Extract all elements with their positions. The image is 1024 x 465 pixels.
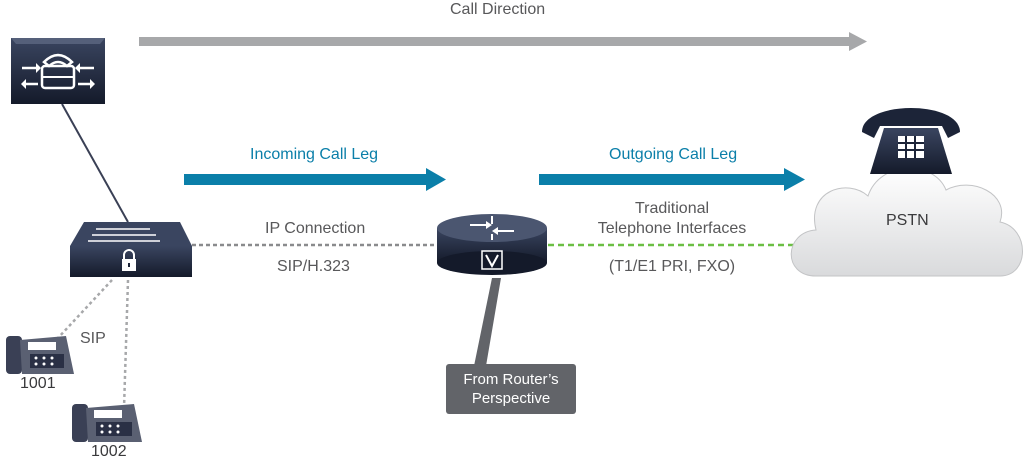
call-direction-arrow bbox=[139, 32, 867, 51]
phone-1002-label: 1002 bbox=[91, 443, 127, 460]
sip-h323-label: SIP/H.323 bbox=[277, 258, 350, 275]
sip-label: SIP bbox=[80, 330, 106, 347]
router-perspective-callout: From Router’s Perspective bbox=[446, 364, 576, 414]
voice-router-icon bbox=[437, 214, 547, 275]
telephone-interfaces-label: Telephone Interfaces bbox=[597, 220, 747, 237]
call-manager-link bbox=[61, 103, 129, 223]
ip-phone-icon bbox=[6, 336, 74, 374]
outgoing-call-leg-label: Outgoing Call Leg bbox=[609, 146, 738, 163]
callout-line-2: Perspective bbox=[471, 390, 551, 407]
phone-1001-label: 1001 bbox=[20, 375, 56, 392]
callout-pointer bbox=[474, 278, 501, 366]
ip-phone-icon bbox=[72, 404, 142, 442]
callout-line-1: From Router’s bbox=[463, 371, 559, 388]
t1e1-label: (T1/E1 PRI, FXO) bbox=[608, 258, 736, 275]
ip-connection-label: IP Connection bbox=[265, 220, 366, 237]
incoming-call-leg-label: Incoming Call Leg bbox=[250, 146, 379, 163]
phone-1002-link bbox=[122, 279, 130, 409]
traditional-label: Traditional bbox=[634, 200, 710, 217]
outgoing-call-leg-arrow bbox=[539, 168, 805, 191]
phone-1001-link bbox=[57, 279, 113, 339]
call-direction-label: Call Direction bbox=[450, 1, 546, 18]
desk-phone-icon bbox=[862, 108, 960, 174]
secure-switch-icon bbox=[70, 222, 192, 277]
call-manager-icon bbox=[11, 38, 105, 104]
incoming-call-leg-arrow bbox=[184, 168, 446, 191]
pstn-label: PSTN bbox=[886, 212, 929, 229]
